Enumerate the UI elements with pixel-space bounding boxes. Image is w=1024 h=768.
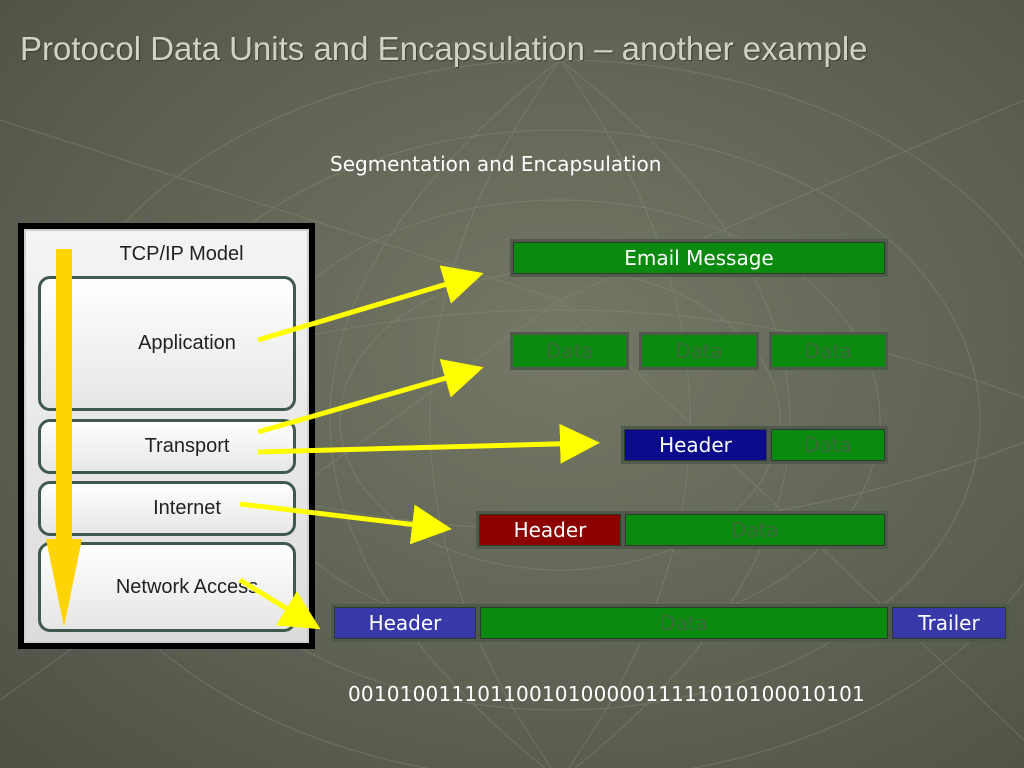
segment-data-2: Data bbox=[639, 332, 759, 370]
pdu-transport-segment: Header Data bbox=[621, 426, 888, 464]
slide-title: Protocol Data Units and Encapsulation – … bbox=[20, 30, 868, 67]
pdu-internet-packet: Header Data bbox=[476, 511, 888, 549]
frame-data-cell: Data bbox=[480, 607, 888, 639]
pdu-email-message: Email Message bbox=[510, 239, 888, 277]
frame-trailer-cell: Trailer bbox=[892, 607, 1006, 639]
tcpip-model-inner: TCP/IP Model Application Transport Inter… bbox=[24, 229, 309, 643]
frame-header-cell: Header bbox=[334, 607, 476, 639]
pdu-network-frame: Header Data Trailer bbox=[331, 604, 1009, 642]
internet-data-cell: Data bbox=[625, 514, 885, 546]
tcpip-model-panel: TCP/IP Model Application Transport Inter… bbox=[18, 223, 315, 649]
model-title: TCP/IP Model bbox=[119, 243, 244, 265]
layer-transport: Transport bbox=[38, 419, 296, 474]
transport-data-cell: Data bbox=[771, 429, 885, 461]
email-message-cell: Email Message bbox=[513, 242, 885, 274]
layer-transport-label: Transport bbox=[144, 435, 230, 457]
bit-stream: 0010100111011001010000011111010100010101 bbox=[348, 682, 865, 706]
segment-data-3: Data bbox=[768, 332, 888, 370]
layer-application-label: Application bbox=[138, 332, 236, 354]
segment-data-1: Data bbox=[510, 332, 630, 370]
internet-header-cell: Header bbox=[479, 514, 621, 546]
pdu-segmented-data: Data Data Data bbox=[510, 332, 888, 370]
layer-application: Application bbox=[38, 276, 296, 411]
encapsulation-down-arrow-icon bbox=[46, 249, 82, 627]
layer-network-access-label: Network Access bbox=[115, 575, 259, 598]
transport-header-cell: Header bbox=[624, 429, 767, 461]
layer-internet-label: Internet bbox=[153, 497, 221, 519]
slide-subtitle: Segmentation and Encapsulation bbox=[330, 152, 662, 176]
